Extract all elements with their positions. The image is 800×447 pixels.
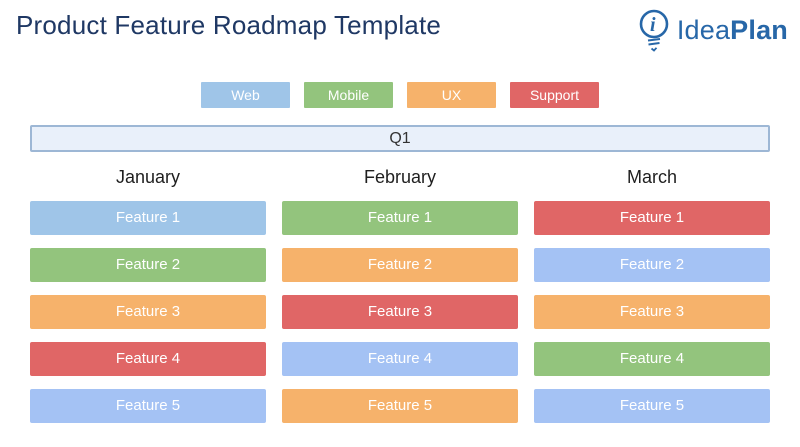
feature-bar[interactable]: Feature 4 (534, 342, 770, 376)
lightbulb-icon: i (635, 8, 673, 52)
feature-bar[interactable]: Feature 1 (282, 201, 518, 235)
legend-chip-ux[interactable]: UX (407, 82, 496, 108)
page-title: Product Feature Roadmap Template (16, 10, 442, 40)
month-label: February (363, 167, 437, 187)
legend-chip-web[interactable]: Web (201, 82, 290, 108)
quarter-header[interactable]: Q1 (30, 125, 770, 152)
month-label: January (115, 167, 181, 187)
feature-bar[interactable]: Feature 1 (30, 201, 266, 235)
feature-bar[interactable]: Feature 2 (30, 248, 266, 282)
feature-bar[interactable]: Feature 2 (534, 248, 770, 282)
feature-bar[interactable]: Feature 5 (282, 389, 518, 423)
column-january: January Feature 1 Feature 2 Feature 3 Fe… (30, 152, 266, 423)
header: Product Feature Roadmap Template i IdeaP… (0, 0, 800, 64)
column-march: March Feature 1 Feature 2 Feature 3 Feat… (534, 152, 770, 423)
month-label: March (626, 167, 677, 187)
ideaplan-logo: i IdeaPlan (635, 8, 788, 52)
feature-bar[interactable]: Feature 4 (282, 342, 518, 376)
legend-chip-mobile[interactable]: Mobile (304, 82, 393, 108)
roadmap-columns: January Feature 1 Feature 2 Feature 3 Fe… (30, 152, 770, 423)
feature-bar[interactable]: Feature 4 (30, 342, 266, 376)
feature-bar[interactable]: Feature 3 (30, 295, 266, 329)
feature-bar[interactable]: Feature 5 (30, 389, 266, 423)
logo-text-plan: Plan (730, 14, 788, 45)
feature-bar[interactable]: Feature 5 (534, 389, 770, 423)
feature-bar[interactable]: Feature 2 (282, 248, 518, 282)
svg-text:i: i (650, 14, 656, 36)
logo-text: IdeaPlan (677, 15, 788, 46)
logo-text-idea: Idea (676, 14, 731, 45)
column-february: February Feature 1 Feature 2 Feature 3 F… (282, 152, 518, 423)
legend-chip-support[interactable]: Support (510, 82, 599, 108)
feature-bar[interactable]: Feature 1 (534, 201, 770, 235)
legend: Web Mobile UX Support (0, 82, 800, 108)
feature-bar[interactable]: Feature 3 (282, 295, 518, 329)
feature-bar[interactable]: Feature 3 (534, 295, 770, 329)
